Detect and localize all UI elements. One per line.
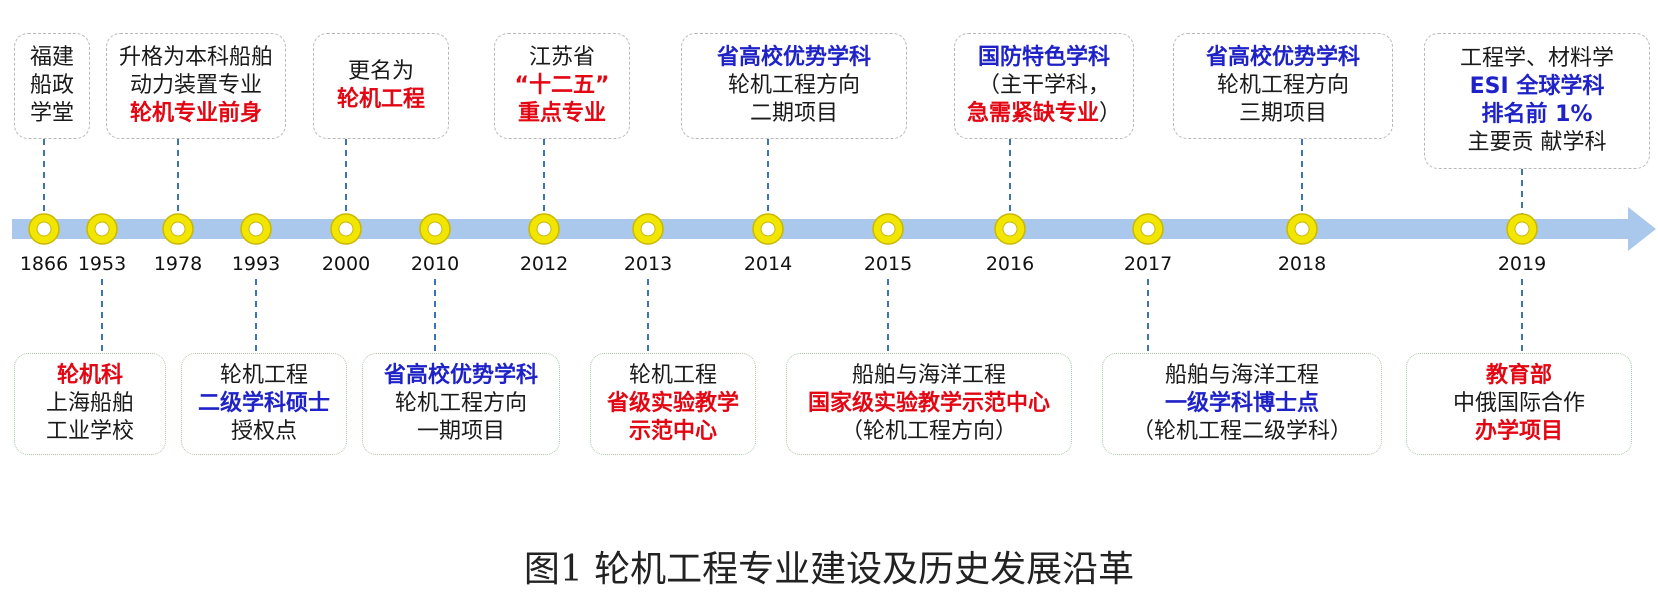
milestone-text: 国防特色学科 [977,45,1110,70]
milestone-text: 船政 [29,73,74,98]
milestone-box: 省高校优势学科轮机工程方向一期项目 [362,353,560,455]
timeline-node-center [94,221,110,237]
timeline-node-center [1140,221,1156,237]
milestone-text: 工程学、材料学 [1459,46,1614,71]
year-label: 1993 [231,253,281,275]
milestone-text: 教育部 [1485,363,1552,388]
milestone-text: 国家级实验教学示范中心 [807,391,1050,416]
year-label: 1953 [77,253,127,275]
year-label: 1866 [19,253,69,275]
timeline-node-center [760,221,776,237]
milestone-text: 更名为 [347,59,414,84]
milestone-text: 省高校优势学科 [1205,45,1360,70]
milestone-text: （主干学科， [977,73,1110,98]
milestone-box: 教育部中俄国际合作办学项目 [1406,353,1632,455]
year-label: 2018 [1277,253,1327,275]
milestone-text: 轮机科 [56,363,123,388]
timeline-node-center [536,221,552,237]
year-label: 2010 [410,253,460,275]
year-label: 2014 [743,253,793,275]
timeline-arrow [12,207,1656,251]
milestone-box: 升格为本科船舶动力装置专业轮机专业前身 [106,33,286,139]
milestone-text: （轮机工程二级学科） [1131,419,1352,444]
milestone-text: 授权点 [230,419,297,444]
milestone-box: 省高校优势学科轮机工程方向二期项目 [681,33,907,139]
milestone-text: 一期项目 [416,419,505,444]
milestone-text: （轮机工程方向） [840,419,1017,444]
milestone-text: 一级学科博士点 [1164,391,1319,416]
milestone-text: 二级学科硕士 [197,391,330,416]
milestone-text: 轮机工程 [628,363,717,388]
timeline-node-center [248,221,264,237]
milestone-box: 船舶与海洋工程国家级实验教学示范中心 （轮机工程方向） [786,353,1072,455]
milestone-text: 中俄国际合作 [1452,391,1585,416]
milestone-text: “十二五” [514,73,610,98]
milestone-text: 三期项目 [1238,101,1327,126]
timeline-node-center [1002,221,1018,237]
milestone-box: 江苏省 “十二五” 重点专业 [494,33,630,139]
milestone-text: 省级实验教学 [606,391,739,416]
milestone-text: 上海船舶 [45,391,134,416]
year-label: 2017 [1123,253,1173,275]
timeline-node-center [1294,221,1310,237]
timeline-node-center [880,221,896,237]
timeline-node-center [338,221,354,237]
milestone-text: 学堂 [29,101,74,126]
milestone-text: 工业学校 [45,419,134,444]
milestone-box: 船舶与海洋工程一级学科博士点 （轮机工程二级学科） [1102,353,1382,455]
milestone-text: 轮机工程方向 [1216,73,1349,98]
timeline-node-center [640,221,656,237]
timeline-node-center [1514,221,1530,237]
timeline-node-center [170,221,186,237]
milestone-box: 轮机工程二级学科硕士授权点 [181,353,347,455]
milestone-text: 轮机工程 [336,87,425,112]
milestone-text: 升格为本科船舶 [118,45,273,70]
milestone-text: 重点专业 [517,101,606,126]
milestone-box: 轮机科上海船舶工业学校 [14,353,166,455]
milestone-box: 工程学、材料学 ESI 全球学科排名前 1% 主要贡 献学科 [1424,33,1650,169]
milestone-text: 办学项目 [1474,419,1563,444]
year-label: 2012 [519,253,569,275]
milestone-text: 排名前 1% [1481,102,1593,127]
figure-caption: 图1 轮机工程专业建设及历史发展沿革 [523,549,1135,590]
year-label: 2016 [985,253,1035,275]
milestone-text: 轮机工程方向 [394,391,527,416]
milestone-text: 江苏省 [528,45,595,70]
milestone-text: 船舶与海洋工程 [1164,363,1319,388]
milestone-text: 福建 [29,45,74,70]
year-label: 1978 [153,253,203,275]
year-label: 2000 [321,253,371,275]
milestone-box: 省高校优势学科轮机工程方向三期项目 [1173,33,1393,139]
milestone-text: 船舶与海洋工程 [851,363,1006,388]
milestone-box: 更名为轮机工程 [313,33,449,139]
milestone-box: 福建船政学堂 [14,33,90,139]
year-label: 2015 [863,253,913,275]
milestone-text: 轮机工程 [219,363,308,388]
milestone-box: 轮机工程省级实验教学示范中心 [590,353,756,455]
milestone-text: 轮机工程方向 [727,73,860,98]
milestone-text: 示范中心 [628,419,717,444]
milestone-text: 省高校优势学科 [383,363,538,388]
milestone-text: 轮机专业前身 [129,101,262,126]
milestone-text: 主要贡 献学科 [1467,130,1607,155]
milestone-text: 急需紧缺专业） [966,101,1122,126]
timeline-node-center [36,221,52,237]
milestone-text: ESI 全球学科 [1469,74,1605,99]
year-label: 2013 [623,253,673,275]
milestone-text: 省高校优势学科 [716,45,871,70]
milestone-text: 动力装置专业 [129,73,262,98]
milestone-text: 二期项目 [749,101,838,126]
timeline-node-center [427,221,443,237]
year-label: 2019 [1497,253,1547,275]
milestone-box: 国防特色学科 （主干学科， 急需紧缺专业） [954,33,1134,139]
